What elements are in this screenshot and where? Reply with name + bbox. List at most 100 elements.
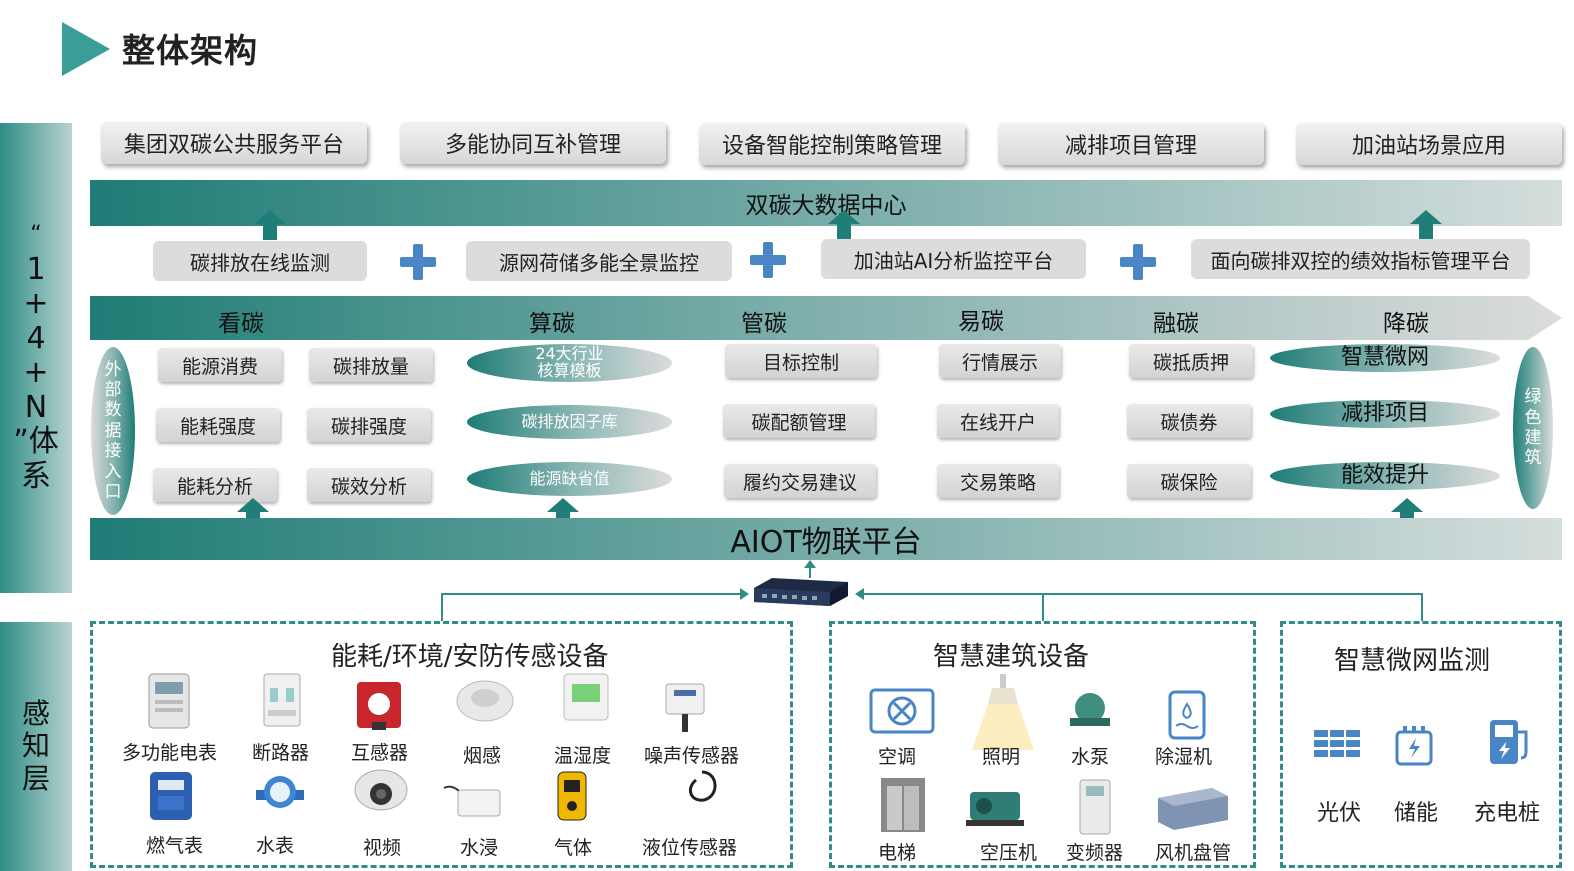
guan-item[interactable]: 履约交易建议 [724, 464, 876, 498]
building-label: 空压机 [980, 842, 1038, 864]
connector-right-arrow-icon [855, 588, 864, 600]
data-center-label: 双碳大数据中心 [745, 193, 907, 219]
microgrid-section [1280, 621, 1562, 868]
external-data-char: 口 [104, 481, 122, 502]
sensor-label: 燃气表 [146, 835, 204, 857]
app-group-carbon-service[interactable]: 集团双碳公共服务平台 [101, 122, 367, 164]
building-label: 除湿机 [1155, 746, 1213, 768]
app-multi-energy[interactable]: 多能协同互补管理 [400, 122, 666, 164]
monitor-carbon-online[interactable]: 碳排放在线监测 [153, 241, 367, 281]
microgrid-label: 光伏 [1317, 801, 1362, 826]
sensors-section-title: 能耗/环境/安防传感设备 [331, 642, 609, 672]
perception-label-char: 感 [21, 697, 50, 731]
building-label: 水泵 [1071, 746, 1110, 768]
elevator-icon [879, 776, 927, 834]
temp-humidity-icon [562, 672, 610, 722]
plus-icon [750, 242, 786, 278]
jiang-item[interactable]: 减排项目 [1270, 400, 1500, 428]
kan-item[interactable]: 能耗分析 [153, 468, 277, 502]
building-label: 变频器 [1066, 842, 1124, 864]
suan-item[interactable]: 能源缺省值 [467, 462, 672, 496]
sensor-label: 断路器 [252, 742, 310, 764]
suan-item[interactable]: 24大行业 核算模板 [467, 344, 672, 382]
video-camera-icon [353, 768, 409, 818]
gateway-router-icon [752, 578, 850, 608]
column-head-suan: 算碳 [529, 311, 575, 337]
external-data-char: 数 [104, 400, 122, 421]
rong-item[interactable]: 碳债券 [1127, 404, 1251, 438]
carbon-columns-arrow-band [90, 296, 1562, 340]
microgrid-label: 充电桩 [1474, 801, 1541, 826]
sensor-label: 水浸 [460, 837, 499, 859]
arrow-up-icon [828, 210, 860, 240]
kan-item[interactable]: 碳效分析 [307, 468, 431, 502]
system-label-char: + [23, 286, 49, 322]
data-center-band: 双碳大数据中心 [90, 180, 1562, 226]
yi-item[interactable]: 在线开户 [937, 404, 1059, 438]
kan-item[interactable]: 能耗强度 [156, 408, 280, 442]
building-label: 风机盘管 [1155, 842, 1232, 864]
sensor-label: 互感器 [351, 742, 409, 764]
air-compressor-icon [964, 782, 1026, 830]
circuit-breaker-icon [262, 672, 302, 728]
water-pump-icon [1068, 690, 1112, 728]
gas-detector-icon [556, 770, 588, 822]
rong-item[interactable]: 碳保险 [1127, 464, 1251, 498]
perception-label-char: 知 [21, 729, 50, 763]
building-section [829, 621, 1256, 868]
system-label-char: N [24, 389, 48, 425]
system-label-char: “ [30, 221, 42, 247]
monitor-gas-station-ai[interactable]: 加油站AI分析监控平台 [821, 239, 1086, 279]
air-conditioner-icon [869, 688, 935, 734]
yi-item[interactable]: 交易策略 [937, 464, 1059, 498]
arrow-up-icon [254, 210, 286, 240]
green-building-char: 色 [1524, 407, 1542, 428]
connector-right-drop [1421, 593, 1423, 621]
green-building-char: 建 [1524, 428, 1542, 448]
external-data-char: 入 [104, 461, 122, 482]
green-building-ellipse: 绿 色 建 筑 [1513, 347, 1553, 509]
kan-item[interactable]: 能源消费 [158, 348, 282, 382]
guan-item[interactable]: 目标控制 [725, 344, 877, 378]
kan-item[interactable]: 碳排强度 [307, 408, 431, 442]
kan-item[interactable]: 碳排放量 [309, 348, 433, 382]
perception-label-char: 层 [21, 761, 50, 795]
building-label: 空调 [878, 746, 917, 768]
level-sensor-icon [682, 768, 724, 804]
microgrid-label: 储能 [1394, 801, 1439, 826]
charging-pile-icon [1486, 718, 1532, 766]
plus-icon [400, 244, 436, 280]
system-side-bar: “ 1 + 4 + N ”体 系 [0, 123, 72, 593]
sensor-label: 温湿度 [554, 745, 612, 767]
yi-item[interactable]: 行情展示 [939, 344, 1061, 378]
gas-meter-icon [148, 770, 194, 822]
aiot-label: AIOT物联平台 [730, 525, 922, 560]
energy-storage-icon [1394, 724, 1434, 768]
sensor-label: 多功能电表 [122, 742, 218, 764]
external-data-char: 外 [104, 359, 122, 380]
monitor-source-grid[interactable]: 源网荷储多能全景监控 [466, 241, 732, 281]
guan-item[interactable]: 碳配额管理 [723, 404, 875, 438]
plus-icon [1120, 244, 1156, 280]
smoke-detector-icon [455, 678, 515, 724]
app-emission-project[interactable]: 减排项目管理 [998, 123, 1264, 165]
system-label-char: + [23, 355, 49, 391]
rong-item[interactable]: 碳抵质押 [1129, 344, 1253, 378]
green-building-char: 筑 [1524, 448, 1542, 469]
microgrid-section-title: 智慧微网监测 [1334, 646, 1491, 676]
sensor-label: 气体 [554, 837, 593, 859]
gateway-up-arrow-icon [804, 560, 816, 568]
connector-mid-drop [1042, 593, 1044, 621]
app-device-control[interactable]: 设备智能控制策略管理 [699, 123, 965, 165]
building-section-title: 智慧建筑设备 [933, 642, 1090, 672]
jiang-item[interactable]: 智慧微网 [1270, 344, 1500, 372]
external-data-char: 部 [104, 380, 122, 401]
suan-item[interactable]: 碳排放因子库 [467, 405, 672, 439]
external-data-char: 据 [104, 420, 122, 441]
app-gas-station[interactable]: 加油站场景应用 [1296, 123, 1562, 165]
column-head-kan: 看碳 [218, 311, 264, 337]
monitor-performance[interactable]: 面向碳排双控的绩效指标管理平台 [1191, 239, 1530, 279]
aiot-platform-band: AIOT物联平台 [90, 518, 1562, 560]
system-label-char: 系 [21, 458, 51, 494]
jiang-item[interactable]: 能效提升 [1270, 462, 1500, 490]
